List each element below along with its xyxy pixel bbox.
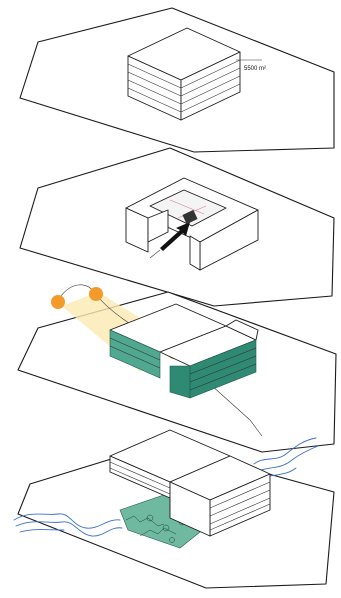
water-flow-right [253,437,317,465]
layer-sun-orientation [17,284,337,453]
layer-landscape [13,429,335,589]
building-volume [127,27,241,121]
final-building [109,429,271,537]
layer-courtyard [19,147,335,307]
s-shaped-block [109,303,259,399]
area-label: 5500 m² [244,66,266,72]
sun-position-icon [89,287,103,301]
water-flow-left [13,513,121,529]
layer-volume: 5500 m² [19,7,335,153]
entrance-arrow-icon [160,209,198,251]
sun-position-icon [51,295,65,309]
u-shaped-block [125,177,259,271]
